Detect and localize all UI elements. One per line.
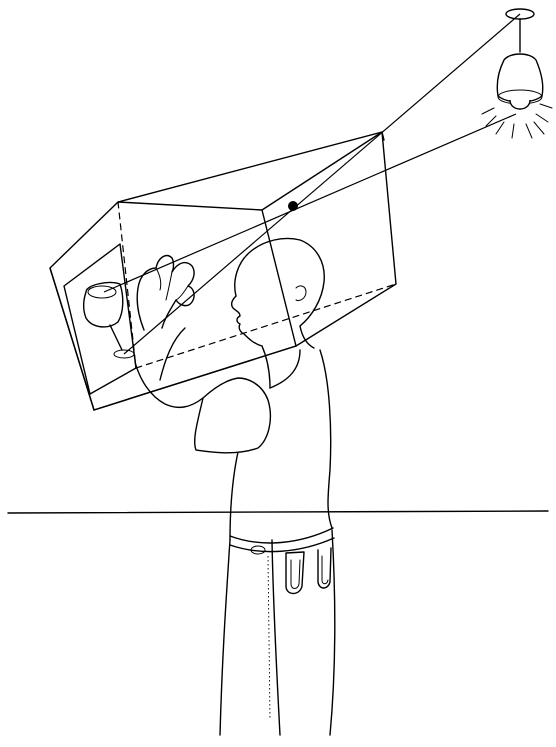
fingers bbox=[156, 268, 188, 300]
pocket-right-inner bbox=[322, 556, 328, 584]
floor-line bbox=[8, 511, 548, 513]
ray-bottom bbox=[104, 114, 516, 292]
face-profile bbox=[232, 296, 262, 346]
projected-cord bbox=[110, 325, 122, 350]
pocket-left-inner bbox=[291, 560, 300, 589]
fly-seam bbox=[268, 556, 270, 720]
pocket-right bbox=[318, 548, 331, 588]
bulb bbox=[510, 100, 530, 109]
box-top-edge bbox=[118, 132, 384, 202]
waistband bbox=[230, 528, 334, 552]
light-rays bbox=[104, 14, 520, 354]
pinhole bbox=[288, 201, 298, 211]
pocket-left bbox=[286, 552, 304, 594]
camera-box bbox=[50, 132, 396, 410]
shirt-sleeve bbox=[195, 378, 271, 453]
ceiling-lamp bbox=[482, 9, 552, 138]
ear bbox=[296, 286, 306, 301]
neck bbox=[262, 326, 314, 388]
lampshade bbox=[497, 54, 543, 102]
arm-left bbox=[135, 362, 203, 407]
